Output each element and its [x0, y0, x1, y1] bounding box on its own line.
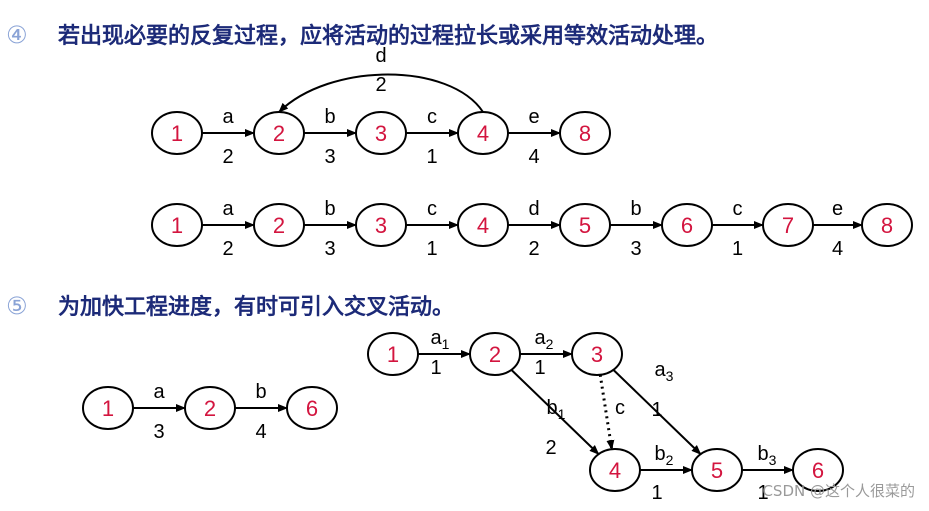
- rule-5: ⑤ 为加快工程进度，有时可引入交叉活动。: [6, 289, 454, 321]
- cross-duration-label-6: 1: [651, 482, 662, 504]
- unrolled-duration-label-6: 1: [732, 238, 743, 260]
- unrolled-duration-label-4: 2: [528, 238, 539, 260]
- loop-back-arrow: [278, 73, 484, 113]
- cross-duration-label-4: 2: [545, 437, 556, 459]
- rule-4: ④ 若出现必要的反复过程，应将活动的过程拉长或采用等效活动处理。: [6, 18, 718, 50]
- simple-duration-label-2: 4: [255, 421, 266, 443]
- loop-node-4-label: 4: [477, 121, 489, 146]
- loop-node-5-label: 8: [579, 121, 591, 146]
- unrolled-node-6-label: 6: [681, 213, 693, 238]
- simple-activity-label-2: b: [255, 381, 266, 403]
- unrolled-node-1-label: 1: [171, 213, 183, 238]
- cross-node-2-label: 2: [489, 342, 501, 367]
- loop-duration-label-3: 1: [426, 146, 437, 168]
- loop-node-1-label: 1: [171, 121, 183, 146]
- loop-duration-label-1: 2: [222, 146, 233, 168]
- cross-activity-label-1: a1: [431, 327, 450, 352]
- unrolled-duration-label-7: 4: [832, 238, 843, 260]
- loop-node-3-label: 3: [375, 121, 387, 146]
- unrolled-node-4-label: 4: [477, 213, 489, 238]
- cross-node-5-label: 5: [711, 458, 723, 483]
- unrolled-activity-label-5: b: [630, 198, 641, 220]
- loop-activity-label-2: b: [324, 106, 335, 128]
- cross-duration-label-1: 1: [430, 357, 441, 379]
- cross-arrow-a3: [612, 369, 702, 455]
- cross-arrow-b1: [510, 369, 600, 455]
- loop-back-activity-label: d: [375, 45, 386, 67]
- cross-activity-label-3: a3: [655, 359, 674, 384]
- loop-duration-label-4: 4: [528, 146, 539, 168]
- unrolled-activity-label-4: d: [528, 198, 539, 220]
- rule-4-number: ④: [6, 21, 28, 49]
- loop-back-duration-label: 2: [375, 74, 386, 96]
- unrolled-duration-label-3: 1: [426, 238, 437, 260]
- rule-4-text: 若出现必要的反复过程，应将活动的过程拉长或采用等效活动处理。: [58, 24, 719, 49]
- loop-node-2-label: 2: [273, 121, 285, 146]
- cross-node-3-label: 3: [591, 342, 603, 367]
- unrolled-duration-label-5: 3: [630, 238, 641, 260]
- unrolled-activity-label-2: b: [324, 198, 335, 220]
- loop-activity-label-3: c: [427, 106, 437, 128]
- loop-activity-label-1: a: [222, 106, 234, 128]
- cross-node-6-label: 6: [812, 458, 824, 483]
- unrolled-duration-label-1: 2: [222, 238, 233, 260]
- cross-duration-label-2: 1: [534, 357, 545, 379]
- cross-activity-label-5: c: [615, 397, 625, 419]
- cross-activity-label-7: b3: [758, 443, 777, 468]
- simple-node-1-label: 1: [102, 396, 114, 421]
- unrolled-node-3-label: 3: [375, 213, 387, 238]
- simple-node-3-label: 6: [306, 396, 318, 421]
- cross-node-4-label: 4: [609, 458, 621, 483]
- cross-node-1-label: 1: [387, 342, 399, 367]
- rule-5-number: ⑤: [6, 292, 28, 320]
- cross-duration-label-7: 1: [757, 482, 768, 504]
- unrolled-activity-label-6: c: [733, 198, 743, 220]
- cross-activity-label-6: b2: [655, 443, 674, 468]
- rule-5-text: 为加快工程进度，有时可引入交叉活动。: [58, 295, 455, 320]
- loop-activity-label-4: e: [528, 106, 539, 128]
- unrolled-activity-label-7: e: [832, 198, 843, 220]
- cross-duration-label-3: 1: [651, 399, 662, 421]
- unrolled-node-5-label: 5: [579, 213, 591, 238]
- simple-activity-label-1: a: [153, 381, 165, 403]
- unrolled-activity-label-1: a: [222, 198, 234, 220]
- cross-arrow-c: [598, 374, 615, 451]
- unrolled-activity-label-3: c: [427, 198, 437, 220]
- cross-activity-label-2: a2: [535, 327, 554, 352]
- unrolled-duration-label-2: 3: [324, 238, 335, 260]
- unrolled-node-2-label: 2: [273, 213, 285, 238]
- simple-node-2-label: 2: [204, 396, 216, 421]
- unrolled-node-8-label: 8: [881, 213, 893, 238]
- loop-duration-label-2: 3: [324, 146, 335, 168]
- simple-duration-label-1: 3: [153, 421, 164, 443]
- watermark: CSDN @这个人很菜的: [762, 482, 915, 500]
- cross-activity-label-4: b1: [547, 397, 566, 422]
- unrolled-node-7-label: 7: [782, 213, 794, 238]
